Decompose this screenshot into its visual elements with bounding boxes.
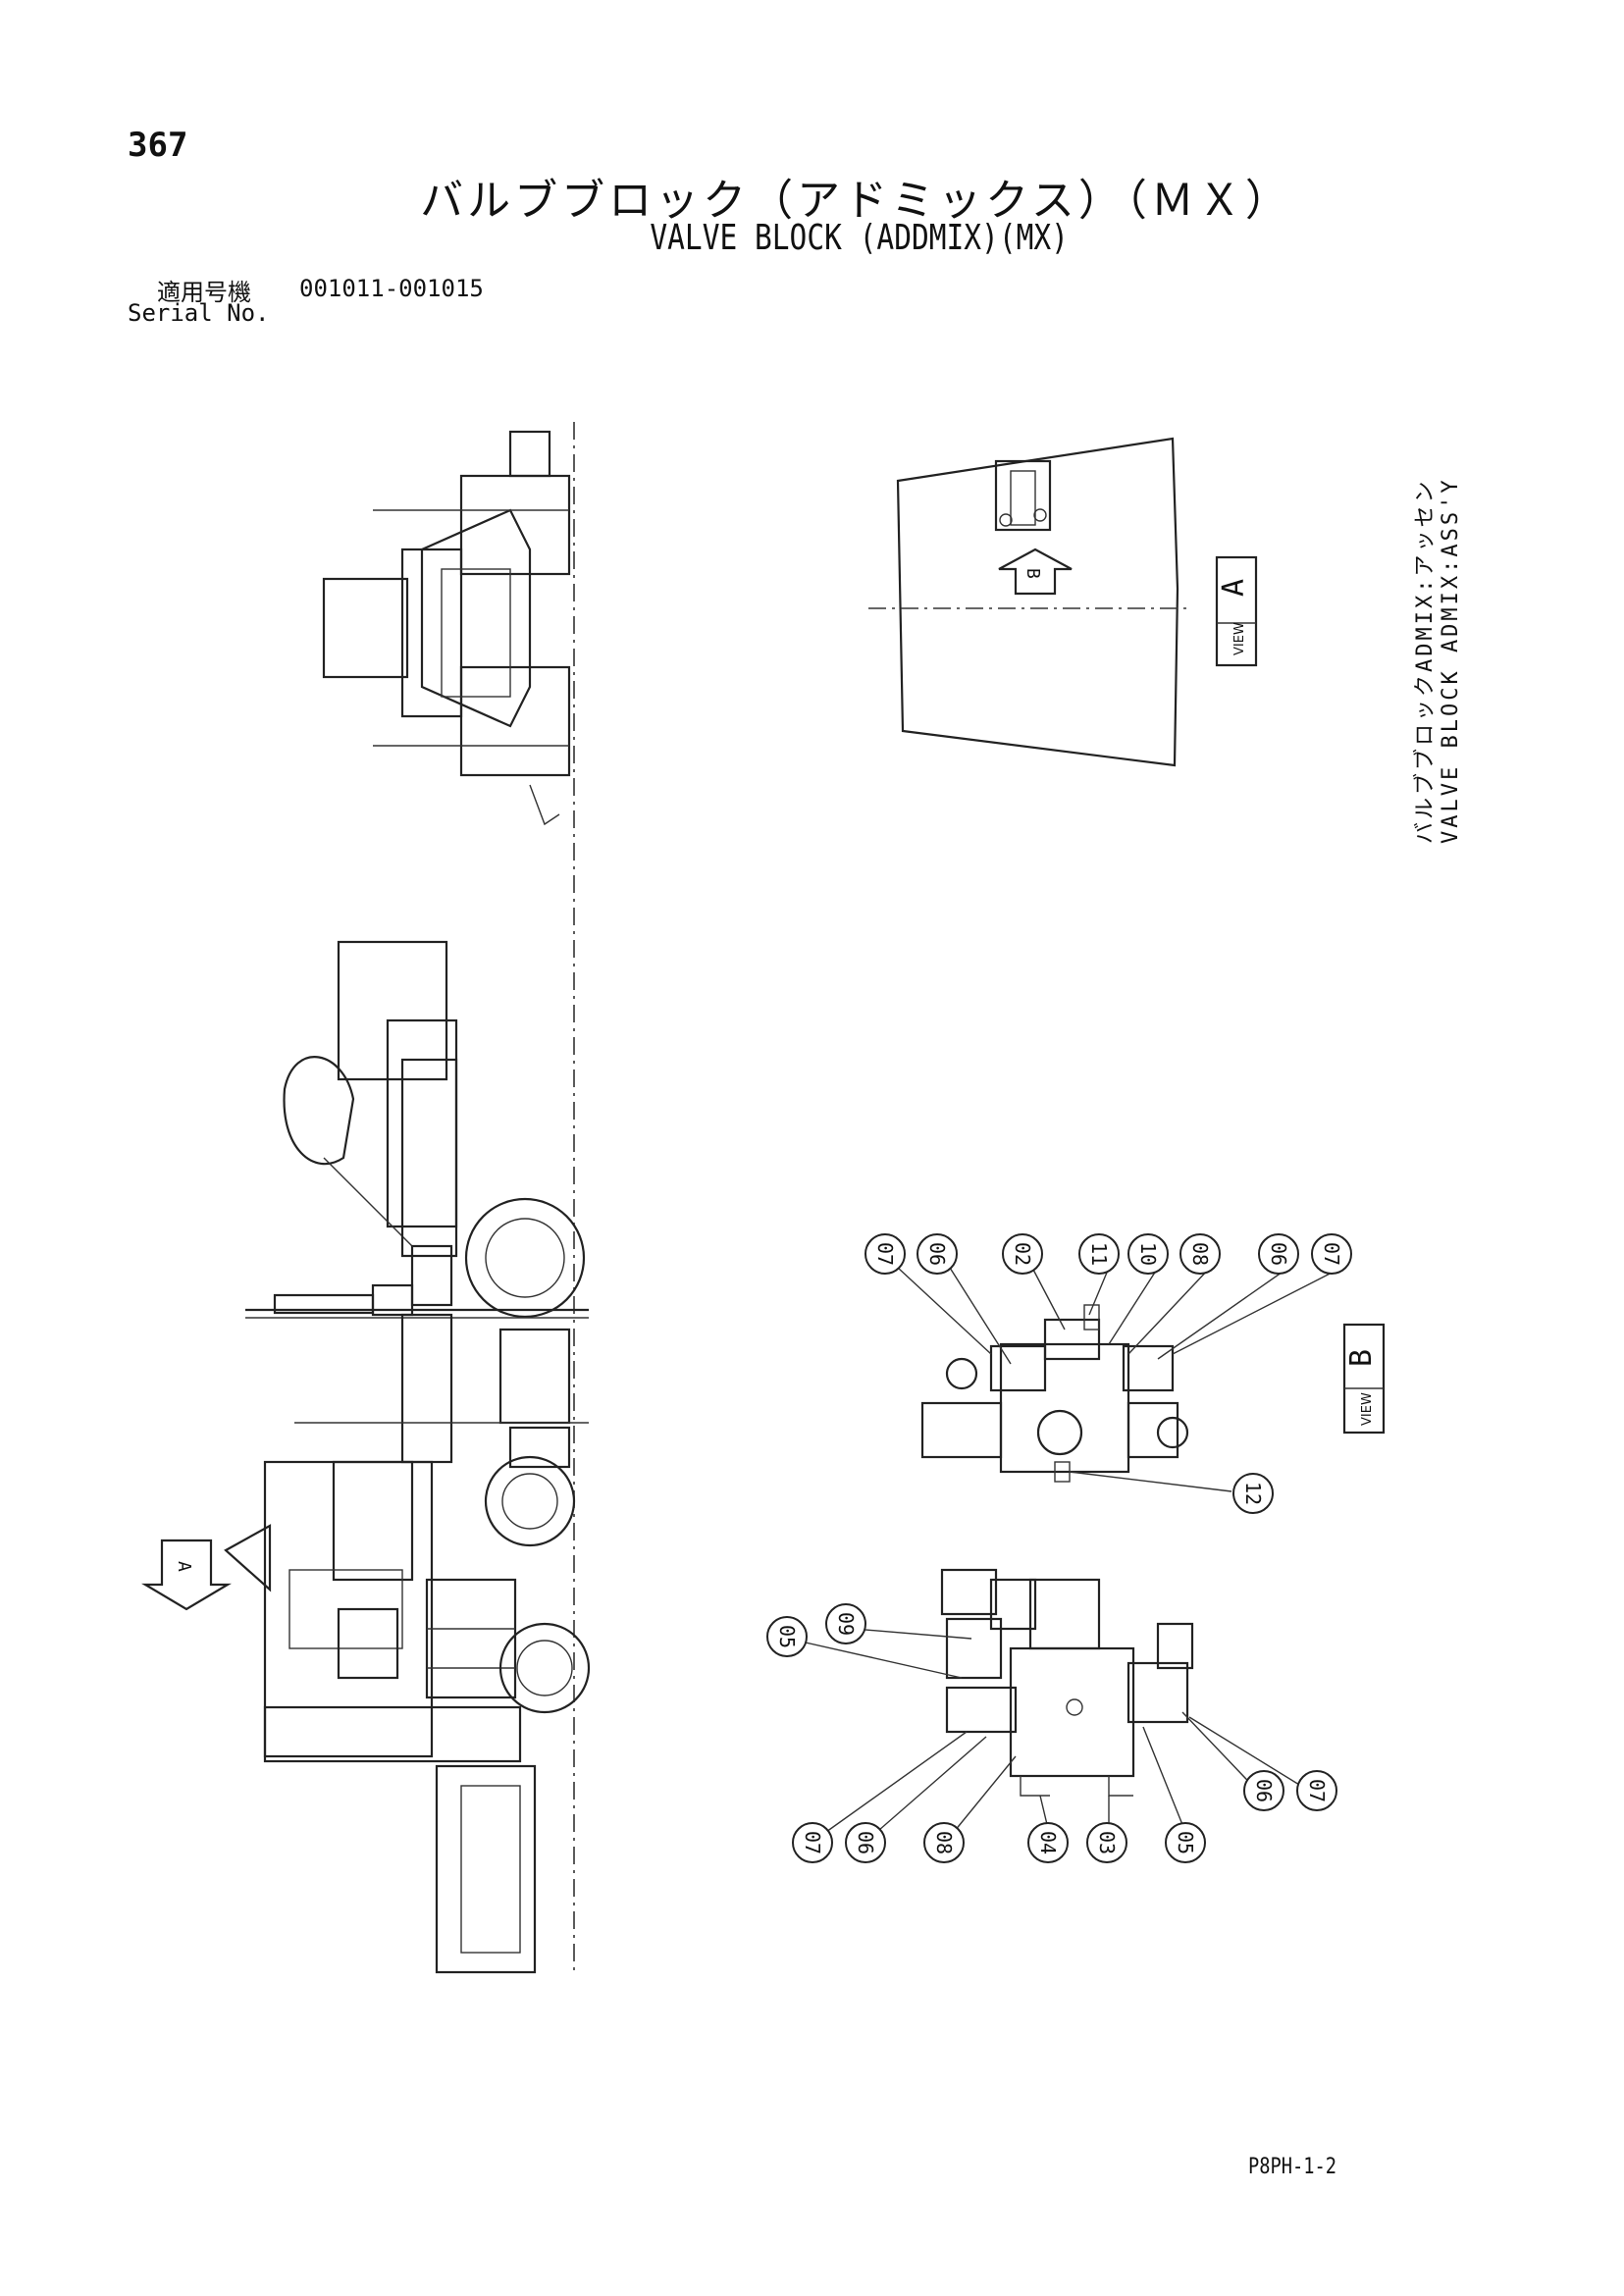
callout-label: 05 [1174, 1831, 1197, 1854]
view-a-arrow-letter: A [174, 1561, 194, 1572]
callout-label: 04 [1036, 1831, 1060, 1854]
callout-label: 08 [1188, 1242, 1212, 1266]
view-b-arrow-letter: B [1022, 568, 1043, 579]
callout-10: 10 [1127, 1233, 1169, 1275]
callout-label: 10 [1136, 1242, 1160, 1266]
callout-02: 02 [1002, 1233, 1043, 1275]
callout-label: 05 [775, 1625, 799, 1648]
callout-label: 06 [1267, 1242, 1290, 1266]
title-english: VALVE BLOCK (ADDMIX)(MX) [650, 218, 1069, 258]
callout-label: 07 [1305, 1779, 1329, 1802]
callout-08: 08 [923, 1822, 965, 1863]
callout-label: 02 [1011, 1242, 1034, 1266]
callout-12: 12 [1232, 1473, 1274, 1514]
callout-label: 07 [1320, 1242, 1343, 1266]
callout-label: 06 [1252, 1779, 1276, 1802]
view-a-plan-drawing: B [868, 437, 1187, 767]
valve-block-view-b [920, 1304, 1189, 1483]
callout-label: 03 [1095, 1831, 1119, 1854]
serial-range: 001011-001015 [299, 275, 484, 302]
callout-06: 06 [845, 1822, 886, 1863]
callouts-bottom-view: 05 09 07 06 08 04 03 05 06 07 [766, 1603, 1337, 1863]
callout-09: 09 [825, 1603, 866, 1644]
callout-06: 06 [1243, 1770, 1284, 1811]
title-japanese: バルブブロック（アドミックス）（ＭＸ） [420, 176, 1292, 226]
valve-block-detail [940, 1568, 1194, 1797]
view-b-label-box: B VIEW [1342, 1323, 1386, 1435]
callout-label: 06 [854, 1831, 877, 1854]
callout-label: 08 [932, 1831, 956, 1854]
view-a-arrow: A [141, 1539, 232, 1611]
callout-05: 05 [1165, 1822, 1206, 1863]
page-number: 367 [128, 126, 188, 165]
callout-07: 07 [1296, 1770, 1337, 1811]
callout-03: 03 [1086, 1822, 1127, 1863]
serial-label-english: Serial No. [128, 299, 270, 327]
callout-06: 06 [1258, 1233, 1299, 1275]
view-a-label-box: A VIEW [1215, 555, 1258, 667]
callout-label: 07 [873, 1242, 897, 1266]
callout-label: 09 [834, 1612, 858, 1636]
callout-08: 08 [1179, 1233, 1221, 1275]
view-b-letter: B [1344, 1349, 1379, 1367]
view-a-label: VIEW [1232, 622, 1247, 655]
view-a-letter: A [1217, 579, 1251, 597]
callout-leaders-top [897, 1267, 1342, 1492]
callout-04: 04 [1027, 1822, 1069, 1863]
callout-05: 05 [766, 1616, 808, 1657]
callout-07: 07 [792, 1822, 833, 1863]
callout-label: 06 [925, 1242, 949, 1266]
callout-leaders-bottom [796, 1628, 1318, 1838]
machine-overview-drawing [224, 422, 591, 1974]
callouts-top-view: 07 06 02 11 10 08 06 07 12 [864, 1233, 1352, 1514]
callout-07: 07 [864, 1233, 906, 1275]
callout-label: 11 [1087, 1242, 1111, 1266]
view-b-label: VIEW [1360, 1392, 1375, 1426]
callout-label: 12 [1241, 1482, 1265, 1505]
serial-label-japanese: 適用号機 [157, 279, 251, 306]
callout-07: 07 [1311, 1233, 1352, 1275]
callout-06: 06 [917, 1233, 958, 1275]
callout-11: 11 [1078, 1233, 1120, 1275]
callout-label: 07 [801, 1831, 824, 1854]
drawing-code: P8PH-1-2 [1248, 2155, 1337, 2179]
